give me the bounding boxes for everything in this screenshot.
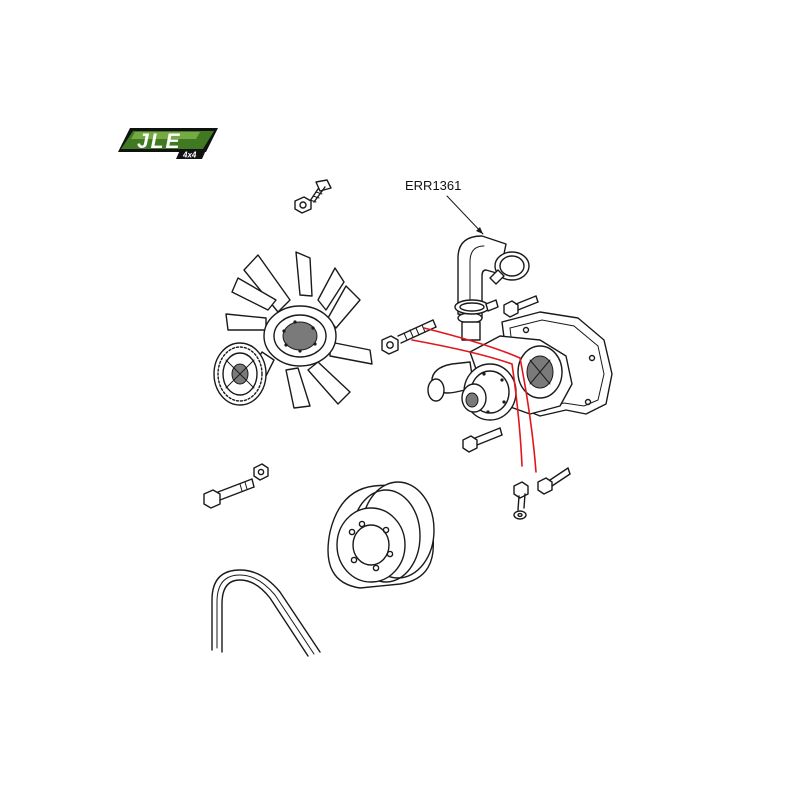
cooling-fan	[225, 251, 373, 409]
upper-bolt	[307, 179, 332, 205]
crankshaft-pulley	[327, 481, 435, 589]
logo-text: JLE	[137, 130, 182, 153]
pump-bolt-lower	[462, 427, 503, 453]
left-nut	[253, 463, 269, 481]
drive-belt	[211, 569, 321, 657]
part-number-label: ERR1361	[405, 178, 461, 193]
hose-clamp-upper	[489, 251, 530, 285]
center-stud	[397, 319, 437, 344]
hose-clamp-lower	[454, 299, 499, 315]
center-nut	[381, 335, 399, 355]
lower-right-bolt	[537, 467, 571, 495]
fixing-highlight-lines	[411, 327, 537, 473]
part-callout: ERR1361	[405, 178, 484, 235]
upper-nut	[294, 196, 312, 214]
pump-bolt-upper	[503, 295, 539, 318]
lower-right-washer	[513, 510, 527, 520]
jle-logo: JLE 4x4	[118, 128, 218, 160]
logo-subtext: 4x4	[182, 151, 197, 160]
water-pump-housing	[427, 311, 613, 421]
leader-line	[446, 195, 484, 235]
leader-arrowhead	[476, 227, 483, 234]
left-long-bolt	[203, 478, 255, 509]
viscous-coupling	[213, 342, 267, 406]
lower-right-stud	[513, 481, 529, 511]
hose-elbow	[457, 235, 507, 341]
